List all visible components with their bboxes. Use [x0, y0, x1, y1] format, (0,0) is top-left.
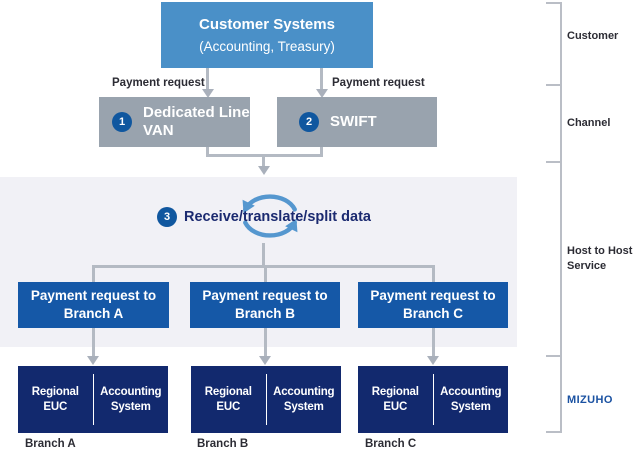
- customer-systems-title: Customer Systems: [199, 16, 335, 33]
- regional-euc-cell: Regional EUC: [31, 386, 79, 413]
- request-line2: Branch B: [234, 306, 295, 321]
- arrow-down-icon: [87, 356, 99, 365]
- step-3-badge: 3: [157, 207, 177, 227]
- accounting-system-cell: Accounting System: [273, 386, 335, 413]
- rail-label-mizuho: MIZUHO: [567, 394, 613, 406]
- request-line2: Branch A: [63, 306, 124, 321]
- rail-tick: [546, 2, 561, 4]
- request-line1: Payment request to: [370, 288, 496, 304]
- connector-line: [206, 147, 209, 157]
- connector-line: [320, 147, 323, 157]
- request-line1: Payment request to: [30, 288, 157, 304]
- accounting-system-cell: Accounting System: [100, 386, 162, 413]
- step-2-number: 2: [305, 116, 313, 128]
- system-box-branch-c: Regional EUC Accounting System: [358, 366, 508, 433]
- arrow-down-icon: [201, 89, 214, 98]
- connector-line: [206, 68, 209, 90]
- rail-tick: [546, 355, 561, 357]
- rail-label-host-to-host: Host to Host Service: [567, 245, 633, 273]
- arrow-down-icon: [257, 166, 270, 175]
- request-line1: Payment request to: [202, 288, 328, 304]
- arrow-down-icon: [427, 356, 439, 365]
- request-box-branch-c: Payment request to Branch C: [358, 282, 508, 328]
- cycle-arrows-icon: [242, 194, 298, 238]
- rail-line: [560, 2, 562, 433]
- regional-euc-cell: Regional EUC: [204, 386, 252, 413]
- rail-tick: [546, 431, 561, 433]
- step-2-badge: 2: [299, 112, 319, 132]
- arrow-down-icon: [315, 89, 328, 98]
- channel-box-dedicated-line-van: 1 Dedicated Line VAN: [99, 97, 250, 147]
- branch-b-caption: Branch B: [197, 438, 249, 450]
- customer-systems-box: Customer Systems (Accounting, Treasury): [161, 2, 373, 68]
- system-box-branch-a: Regional EUC Accounting System: [18, 366, 168, 433]
- payment-request-label-right: Payment request: [332, 77, 425, 89]
- branch-a-caption: Branch A: [25, 438, 76, 450]
- step-1-number: 1: [118, 116, 126, 128]
- request-box-branch-b: Payment request to Branch B: [190, 282, 340, 328]
- step-3-number: 3: [163, 211, 171, 223]
- request-box-branch-a: Payment request to Branch A: [18, 282, 169, 328]
- cell-divider: [265, 374, 267, 425]
- regional-euc-cell: Regional EUC: [371, 386, 419, 413]
- connector-line: [262, 154, 265, 167]
- cell-divider: [432, 374, 434, 425]
- accounting-system-cell: Accounting System: [440, 386, 502, 413]
- channel-line1: Dedicated Line: [143, 104, 250, 121]
- connector-line: [91, 265, 435, 268]
- channel-label: Dedicated Line VAN: [143, 104, 250, 140]
- channel-label: SWIFT: [330, 113, 377, 131]
- rail-label-channel: Channel: [567, 117, 611, 129]
- channel-line2: VAN: [143, 122, 174, 139]
- connector-line: [262, 243, 265, 267]
- process-label: Receive/translate/split data: [184, 209, 371, 225]
- step-1-badge: 1: [112, 112, 132, 132]
- payment-request-label-left: Payment request: [112, 77, 205, 89]
- system-box-branch-b: Regional EUC Accounting System: [191, 366, 341, 433]
- rail-tick: [546, 84, 561, 86]
- customer-systems-subtitle: (Accounting, Treasury): [199, 39, 335, 54]
- channel-line1: SWIFT: [330, 113, 377, 130]
- cell-divider: [92, 374, 94, 425]
- request-line2: Branch C: [402, 306, 463, 321]
- arrow-down-icon: [259, 356, 271, 365]
- branch-c-caption: Branch C: [365, 438, 417, 450]
- rail-tick: [546, 161, 561, 163]
- channel-box-swift: 2 SWIFT: [277, 97, 437, 147]
- connector-line: [320, 68, 323, 90]
- rail-label-customer: Customer: [567, 30, 619, 42]
